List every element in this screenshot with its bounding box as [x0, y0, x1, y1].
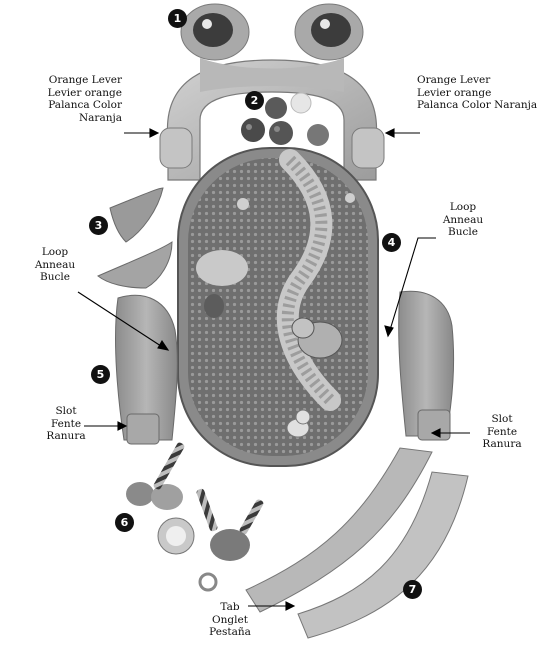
connector-pieces-part [98, 188, 172, 288]
step-badge: 7 [403, 580, 422, 599]
slot-label-right: Slot Fente Ranura [482, 413, 521, 451]
orange-lever-label-left: Orange Lever Levier orange Palanca Color… [8, 74, 122, 124]
step-badge: 5 [91, 365, 110, 384]
arc-tubes-part [246, 448, 468, 638]
slot-label-left: Slot Fente Ranura [46, 405, 85, 443]
loop-label-left: Loop Anneau Bucle [35, 246, 75, 284]
step-badge: 2 [245, 91, 264, 110]
step-badge: 3 [89, 216, 108, 235]
orange-lever-label-right: Orange Lever Levier orange Palanca Color… [417, 74, 541, 112]
loop-label-right: Loop Anneau Bucle [443, 201, 483, 239]
step-badge: 1 [168, 9, 187, 28]
hanging-toys-part [126, 441, 264, 590]
play-mat-part [178, 148, 378, 466]
step-badge: 6 [115, 513, 134, 532]
tab-label: Tab Onglet Pestaña [209, 601, 251, 639]
step-badge: 4 [382, 233, 401, 252]
